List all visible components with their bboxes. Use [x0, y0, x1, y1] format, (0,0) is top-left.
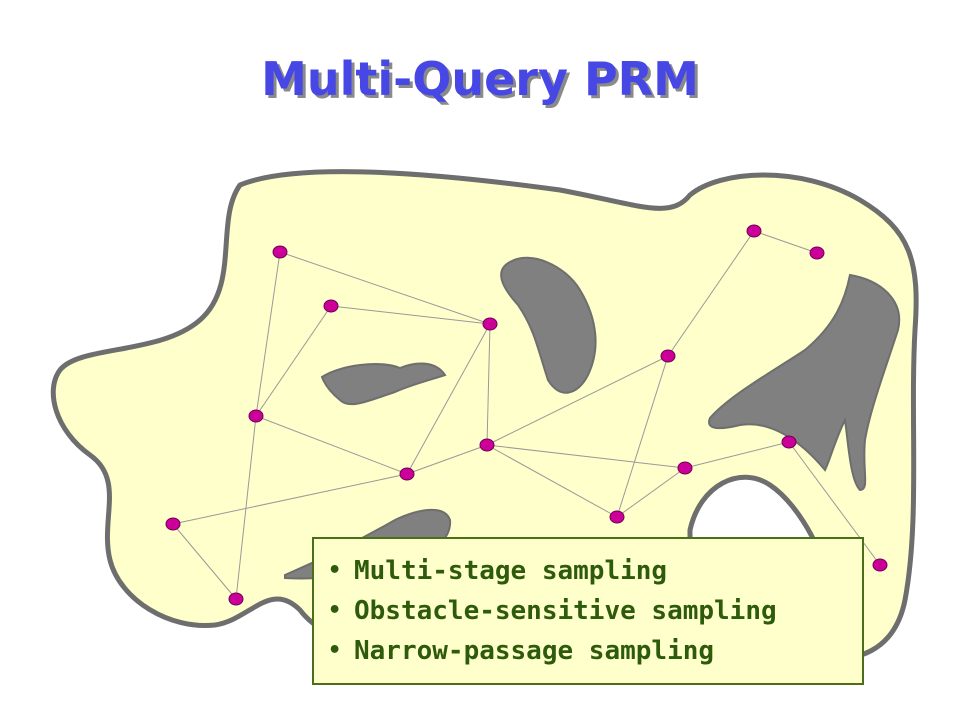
edge — [616, 355, 669, 518]
sampling-methods-box: • Multi-stage sampling • Obstacle-sensit… — [312, 537, 864, 685]
roadmap-edges — [172, 230, 881, 600]
node — [479, 438, 495, 452]
node — [809, 246, 825, 260]
edge — [172, 523, 237, 600]
node — [660, 349, 676, 363]
obstacle-banana — [500, 256, 597, 394]
node — [165, 517, 181, 531]
bullet-text: Multi-stage sampling — [354, 556, 668, 586]
node — [248, 409, 264, 423]
node — [272, 245, 288, 259]
obstacle-boomerang — [708, 273, 901, 492]
bullet-icon: • — [328, 558, 342, 583]
edge — [406, 323, 491, 475]
bullet-icon: • — [328, 598, 342, 623]
node — [228, 592, 244, 606]
obstacle-arrow — [320, 362, 447, 406]
node — [323, 299, 339, 313]
list-item: • Obstacle-sensitive sampling — [328, 591, 862, 631]
edge — [684, 441, 790, 469]
node — [482, 317, 498, 331]
edge — [406, 444, 488, 475]
edge — [235, 415, 257, 600]
bullet-icon: • — [328, 638, 342, 663]
node — [677, 461, 693, 475]
node — [872, 558, 888, 572]
edge — [486, 355, 669, 446]
edge — [255, 415, 408, 475]
roadmap-nodes — [165, 224, 888, 606]
node — [746, 224, 762, 238]
edge — [172, 473, 408, 525]
edge — [753, 230, 818, 254]
edge — [330, 305, 491, 325]
sampling-methods-list: • Multi-stage sampling • Obstacle-sensit… — [328, 551, 862, 671]
node — [781, 435, 797, 449]
bullet-text: Obstacle-sensitive sampling — [354, 596, 777, 626]
list-item: • Multi-stage sampling — [328, 551, 862, 591]
list-item: • Narrow-passage sampling — [328, 631, 862, 671]
slide-title: Multi-Query PRM — [261, 52, 699, 106]
edge — [616, 467, 686, 518]
node — [399, 467, 415, 481]
edge — [667, 230, 755, 357]
edge — [279, 251, 491, 325]
edge — [255, 251, 281, 417]
node — [609, 510, 625, 524]
edge — [486, 323, 491, 446]
edge — [486, 444, 686, 469]
edge — [788, 441, 881, 566]
edge — [255, 305, 332, 417]
edge — [486, 444, 618, 518]
bullet-text: Narrow-passage sampling — [354, 636, 715, 666]
